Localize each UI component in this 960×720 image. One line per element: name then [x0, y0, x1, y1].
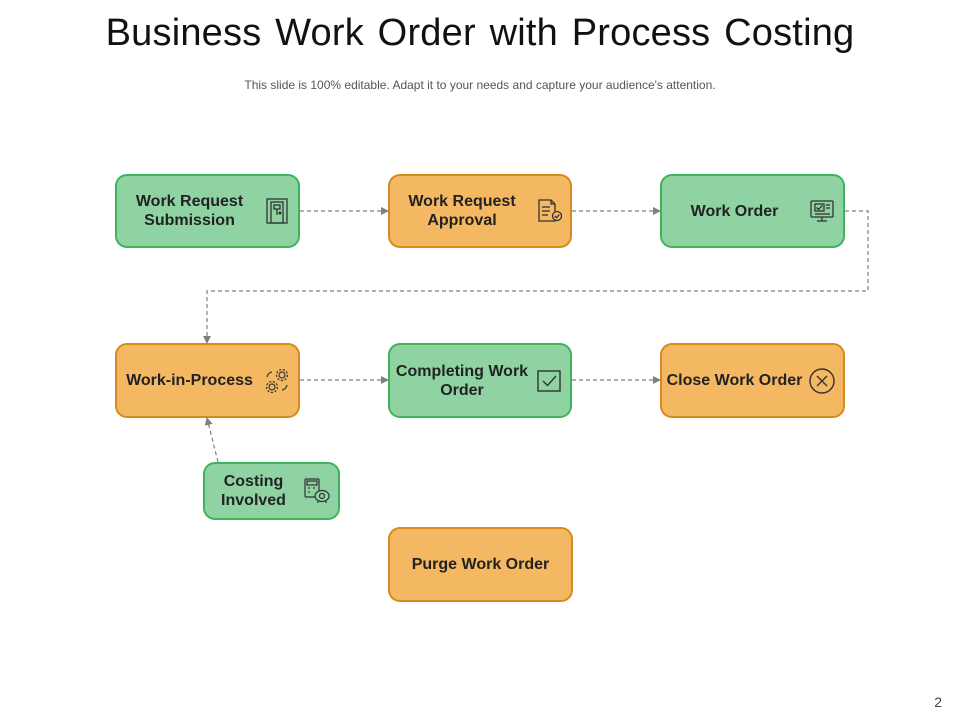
checkbox-icon	[534, 366, 564, 396]
node-label: Work Request Approval	[408, 193, 516, 229]
node-label: Costing Involved	[221, 473, 286, 509]
node-label: Completing Work Order	[395, 362, 529, 399]
node-work-in-process: Work-in-Process	[115, 343, 300, 418]
gears-cycle-icon	[262, 366, 292, 396]
node-work-order: Work Order	[660, 174, 845, 248]
computer-monitor-icon	[807, 196, 837, 226]
node-close-work-order: Close Work Order	[660, 343, 845, 418]
node-costing-involved: Costing Involved	[203, 462, 340, 520]
node-work-request-approval: Work Request Approval	[388, 174, 572, 248]
node-label: Work Order	[690, 202, 779, 220]
slide-title: Business Work Order with Process Costing	[105, 12, 855, 54]
node-label: Close Work Order	[666, 372, 803, 389]
calculator-piggy-bank-icon	[302, 476, 332, 506]
connector-costing-to-work-in-process	[204, 417, 219, 463]
node-label: Work Request Submission	[135, 193, 244, 229]
connector-work-order-to-work-in-process	[203, 210, 869, 344]
slide-subtitle: This slide is 100% editable. Adapt it to…	[244, 78, 716, 92]
node-completing-work-order: Completing Work Order	[388, 343, 572, 418]
node-label: Purge Work Order	[411, 556, 550, 573]
node-work-request-submission: Work Request Submission	[115, 174, 300, 248]
close-circle-icon	[807, 366, 837, 396]
door-icon	[262, 196, 292, 226]
node-label: Work-in-Process	[126, 372, 253, 389]
node-purge-work-order: Purge Work Order	[388, 527, 573, 602]
page-number: 2	[934, 694, 942, 710]
document-check-icon	[534, 196, 564, 226]
